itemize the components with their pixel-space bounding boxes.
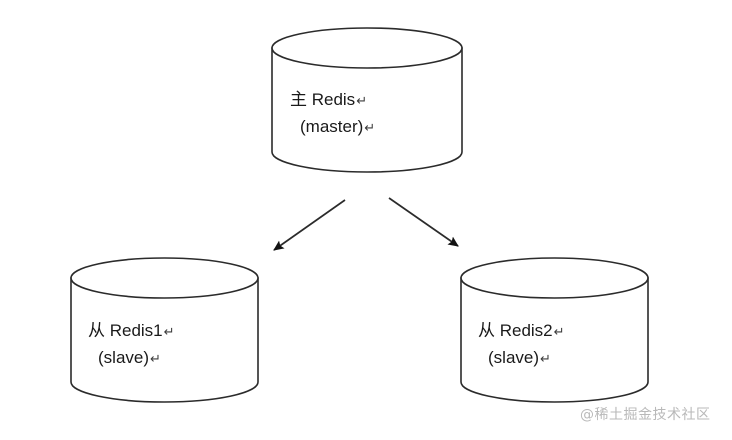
node-slave2-cylinder[interactable] (460, 257, 649, 403)
slave1-cylinder-body (70, 277, 259, 403)
node-slave1-cylinder[interactable] (70, 257, 259, 403)
master-cylinder-top (271, 27, 463, 69)
slave2-cylinder-body (460, 277, 649, 403)
slave1-cylinder-top (70, 257, 259, 299)
edge-master-to-slave1 (273, 199, 346, 251)
slave2-cylinder-top (460, 257, 649, 299)
master-cylinder-body (271, 47, 463, 173)
node-master-cylinder[interactable] (271, 27, 463, 173)
edge-master-to-slave2 (388, 197, 459, 247)
